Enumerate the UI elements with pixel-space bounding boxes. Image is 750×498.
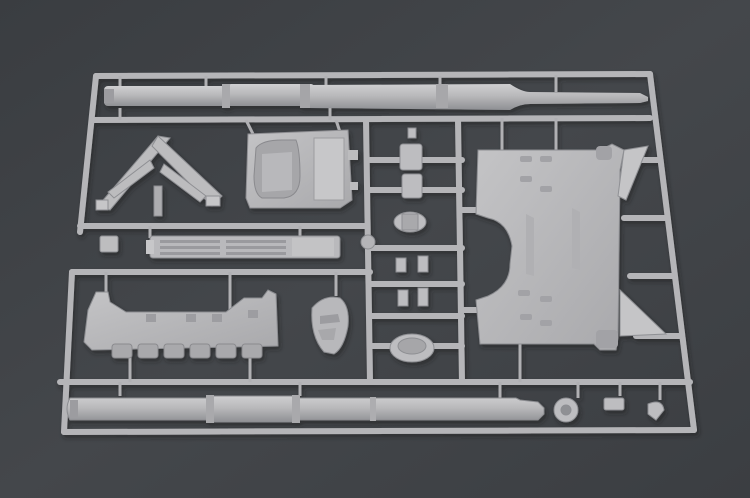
a-frame-part [95,135,223,217]
grille-part [99,234,376,259]
upper-barrel-part [104,84,648,110]
hull-floor-plate-part [475,143,668,351]
lower-barrel-part [66,395,545,423]
hatch-box-part [245,129,358,209]
hull-side-plate-part [83,289,279,359]
small-column-parts [389,127,435,363]
sprue-tree [57,71,697,435]
small-bottom-parts [553,397,665,423]
mantlet-part [311,296,349,355]
frame-runners [57,71,697,435]
